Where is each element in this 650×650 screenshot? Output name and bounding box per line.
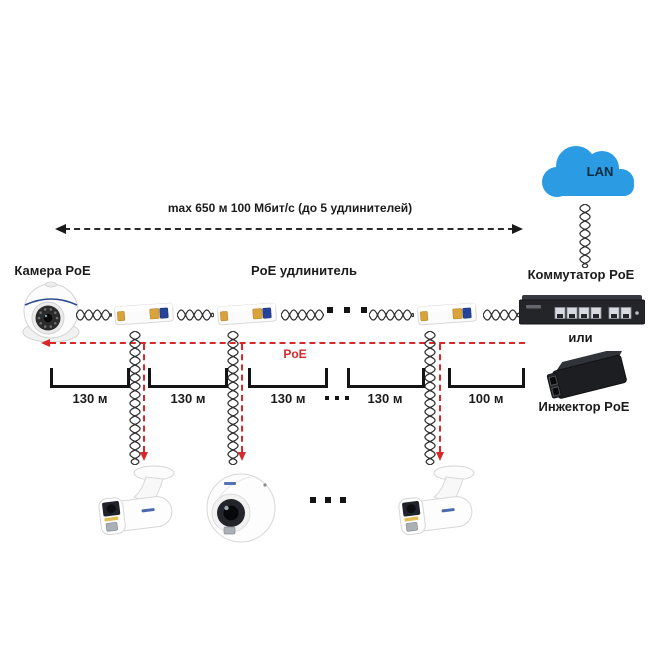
poe-drop-line-1 [143, 344, 145, 452]
poe-extender-icon-3 [417, 302, 477, 326]
poe-drop-arrowhead-2-icon [238, 452, 246, 461]
extender-label: PoE удлинитель [251, 263, 357, 278]
turret-camera-icon [206, 473, 276, 543]
distance-label-4: 130 м [367, 391, 403, 406]
poe-extender-icon-2 [217, 302, 277, 326]
poe-drop-line-2 [241, 344, 243, 452]
twisted-pair-cable-2 [177, 309, 214, 321]
poe-drop-arrowhead-3-icon [436, 452, 444, 461]
distance-bracket-3 [248, 368, 328, 388]
twisted-pair-cable-4 [369, 309, 414, 321]
bullet-camera-icon-2 [398, 465, 475, 536]
twisted-pair-drop-2 [227, 331, 239, 465]
twisted-pair-cable-1 [76, 309, 112, 321]
poe-arrowhead-left-icon [41, 339, 50, 347]
twisted-pair-cable-3 [281, 309, 324, 321]
lan-label: LAN [586, 164, 614, 179]
camera-label: Камера PoE [14, 263, 91, 278]
switch-label: Коммутатор PoE [527, 267, 635, 282]
max-distance-note: max 650 м 100 Мбит/с (до 5 удлинителей) [167, 201, 413, 215]
or-label: или [568, 330, 593, 345]
twisted-pair-cable-lan [579, 204, 591, 268]
bullet-camera-icon-1 [98, 465, 175, 536]
distance-label-5: 100 м [468, 391, 504, 406]
poe-injector-icon [546, 351, 627, 399]
arrowhead-right-icon [512, 224, 523, 234]
poe-switch-icon [519, 295, 645, 325]
distance-ellipsis [325, 396, 349, 400]
twisted-pair-cable-5 [483, 309, 520, 321]
arrowhead-left-icon [55, 224, 66, 234]
distance-bracket-1 [50, 368, 130, 388]
twisted-pair-drop-3 [424, 331, 436, 465]
poe-drop-arrowhead-1-icon [140, 452, 148, 461]
distance-bracket-5 [448, 368, 525, 388]
poe-power-line [50, 342, 525, 344]
distance-label-1: 130 м [72, 391, 108, 406]
bottom-cameras-ellipsis [310, 497, 346, 503]
distance-bracket-2 [148, 368, 228, 388]
cable-chain-ellipsis [327, 307, 367, 313]
injector-label: Инжектор PoE [538, 399, 630, 414]
poe-extender-icon-1 [114, 302, 174, 326]
distance-bracket-4 [347, 368, 425, 388]
distance-label-3: 130 м [270, 391, 306, 406]
twisted-pair-drop-1 [129, 331, 141, 465]
lan-cloud-icon [542, 146, 634, 197]
poe-power-label: PoE [283, 347, 307, 361]
max-distance-arrow-line [64, 228, 514, 230]
poe-drop-line-3 [439, 344, 441, 452]
distance-label-2: 130 м [170, 391, 206, 406]
